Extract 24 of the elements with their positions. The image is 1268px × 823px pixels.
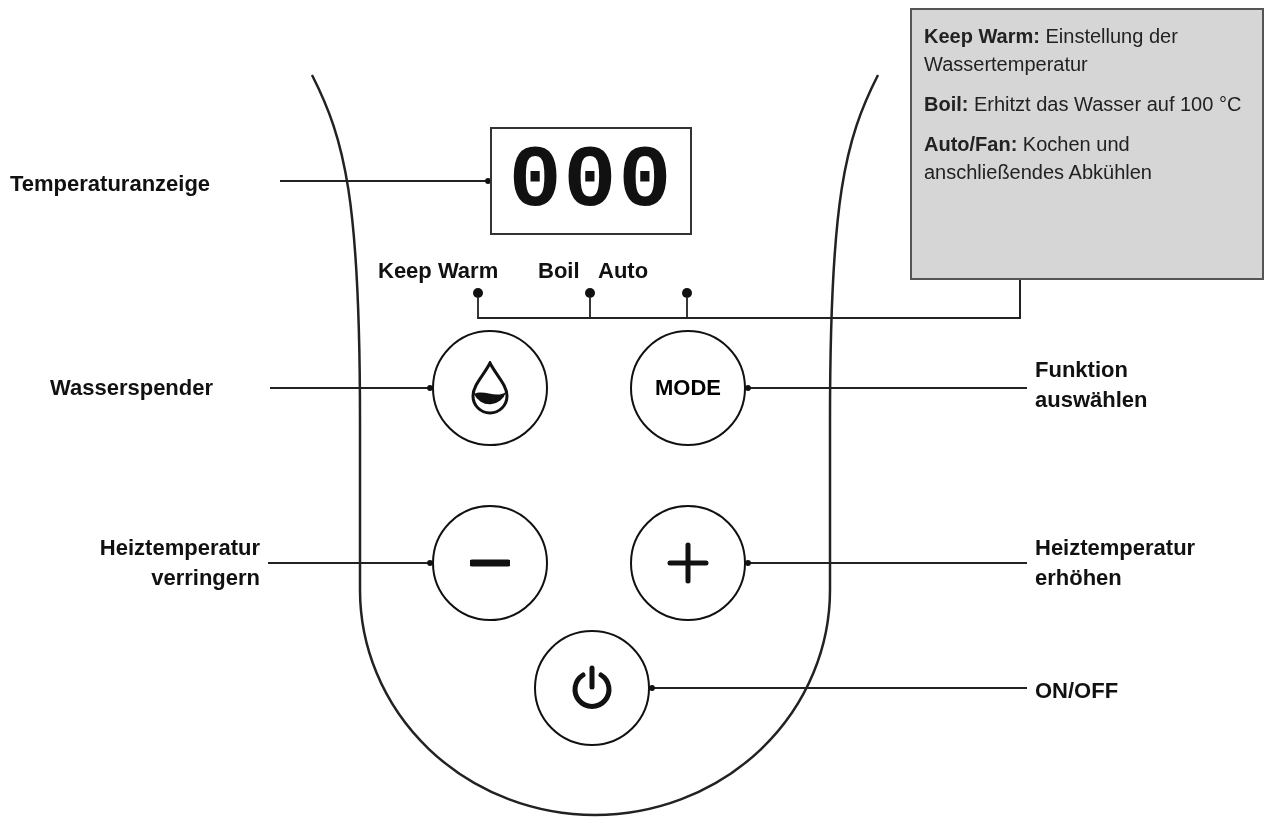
callout-text: Heiztemperatur erhöhen (1035, 530, 1255, 596)
leader-line (745, 385, 1028, 391)
description-text: Boil: Erhitzt das Wasser auf 100 °C (924, 92, 1243, 117)
callout-text: Wasserspender (50, 370, 262, 406)
mode-button: MODE (630, 330, 746, 446)
indicator-label: Auto (598, 258, 649, 284)
callout-text: Temperaturanzeige (10, 166, 272, 202)
callout-text: Funktion auswählen (1035, 352, 1235, 418)
leader-line (745, 560, 1028, 566)
temperature-display: 000 (490, 127, 692, 235)
leader-line (269, 385, 433, 391)
leader-line (279, 178, 491, 184)
indicator-label: Boil (538, 258, 580, 284)
indicator-label: Keep Warm (378, 258, 499, 284)
leader-line (267, 560, 433, 566)
leader-line (649, 685, 1028, 691)
indicator-light (473, 288, 483, 298)
callout-text: ON/OFF (1035, 673, 1185, 709)
indicator-light (682, 288, 692, 298)
description-text: Keep Warm: Einstellung der Wassertemperatur (924, 24, 1179, 77)
description-text: Auto/Fan: Kochen und anschließendes Abkühlen (924, 132, 1153, 185)
info-box (910, 8, 1264, 280)
indicator-light (585, 288, 595, 298)
callout-text: Heiztemperatur verringern (30, 530, 260, 596)
